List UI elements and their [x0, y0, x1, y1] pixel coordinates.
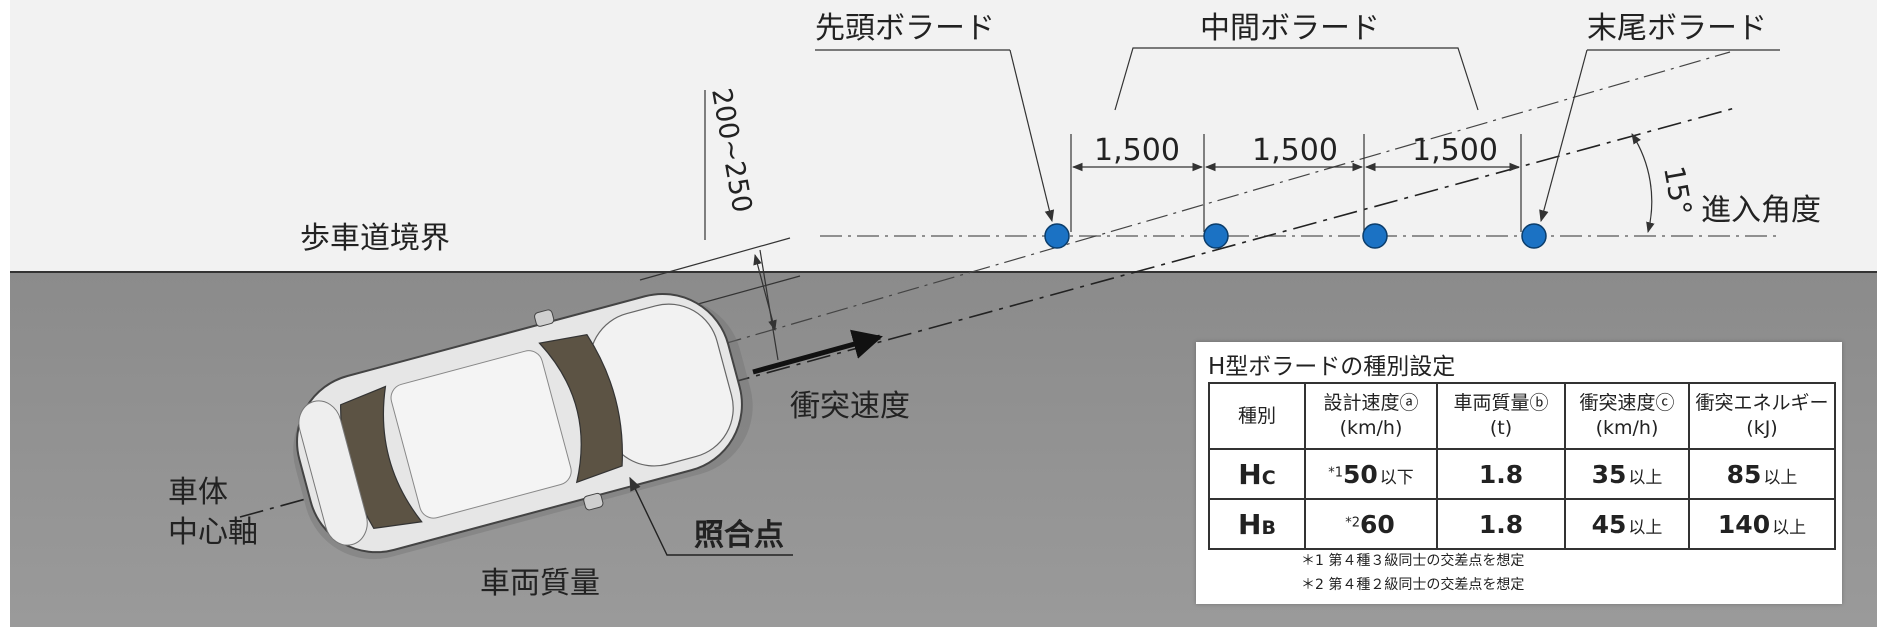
vehicle-mass-cell: 1.8 [1436, 448, 1566, 500]
type-cell: HC [1208, 448, 1306, 500]
body-axis-label-1: 車体 [168, 475, 228, 510]
spacing-label-1: 1,500 [1094, 133, 1180, 168]
spec-table-title: H型ボラードの種別設定 [1208, 354, 1456, 380]
car-right-edge-line [719, 51, 1731, 346]
header-vehicle-mass: 車両質量ⓑ(t) [1436, 382, 1566, 450]
middle-bollard-label: 中間ボラード [1200, 11, 1380, 46]
vehicle-windshield [538, 333, 623, 484]
design-speed-cell: *260 [1304, 498, 1438, 550]
spec-table: 種別 設計速度ⓐ(km/h) 車両質量ⓑ(t) 衝突速度ⓒ(km/h) 衝突エネ… [1208, 382, 1836, 550]
angle-arc [1631, 133, 1655, 234]
vehicle-mass-label: 車両質量 [480, 566, 600, 601]
body-axis-label-2: 中心軸 [168, 515, 258, 550]
header-type: 種別 [1208, 382, 1306, 450]
vehicle-trunk [298, 400, 368, 546]
impact-speed-label: 衝突速度 [790, 389, 910, 424]
bollard-middle-1 [1203, 223, 1229, 249]
vehicle-mass-cell: 1.8 [1436, 498, 1566, 550]
spacing-label-3: 1,500 [1412, 133, 1498, 168]
offset-dim-line [753, 253, 777, 332]
entry-angle-label: 進入角度 [1701, 193, 1821, 228]
type-cell: HB [1208, 498, 1306, 550]
lead-bollard-leader [1009, 49, 1055, 223]
lead-bollard-label: 先頭ボラード [815, 11, 995, 46]
bollard-lead [1044, 223, 1070, 249]
tail-bollard-label: 末尾ボラード [1587, 11, 1767, 46]
vehicle-roof [390, 350, 572, 519]
impact-speed-arrow [752, 329, 883, 375]
tail-bollard-leader [1539, 49, 1588, 223]
vehicle-mirror-right [583, 492, 604, 511]
reference-point-label: 照合点 [694, 518, 784, 553]
car-extension-line-2 [639, 237, 791, 281]
sidewalk-area [10, 0, 1877, 272]
bollard-middle-2 [1362, 223, 1388, 249]
header-design-speed: 設計速度ⓐ(km/h) [1304, 382, 1438, 450]
vehicle-mirror-left [534, 309, 555, 327]
table-header-row: 種別 設計速度ⓐ(km/h) 車両質量ⓑ(t) 衝突速度ⓒ(km/h) 衝突エネ… [1208, 382, 1836, 450]
header-impact-energy: 衝突エネルギー(kJ) [1688, 382, 1836, 450]
footnote-1: ＊1 第４種３級同士の交差点を想定 [1301, 553, 1525, 569]
bollard-tail [1521, 223, 1547, 249]
middle-bollard-bracket [1114, 47, 1479, 111]
footnote-2: ＊2 第４種２級同士の交差点を想定 [1301, 577, 1525, 593]
header-impact-speed: 衝突速度ⓒ(km/h) [1564, 382, 1690, 450]
spacing-label-2: 1,500 [1252, 133, 1338, 168]
vehicle [293, 292, 753, 560]
spec-table-panel: H型ボラードの種別設定 種別 設計速度ⓐ(km/h) 車両質量ⓑ(t) 衝突速度… [1196, 342, 1842, 604]
reference-point-leader [629, 476, 793, 556]
sidewalk-boundary-label: 歩車道境界 [300, 221, 450, 256]
